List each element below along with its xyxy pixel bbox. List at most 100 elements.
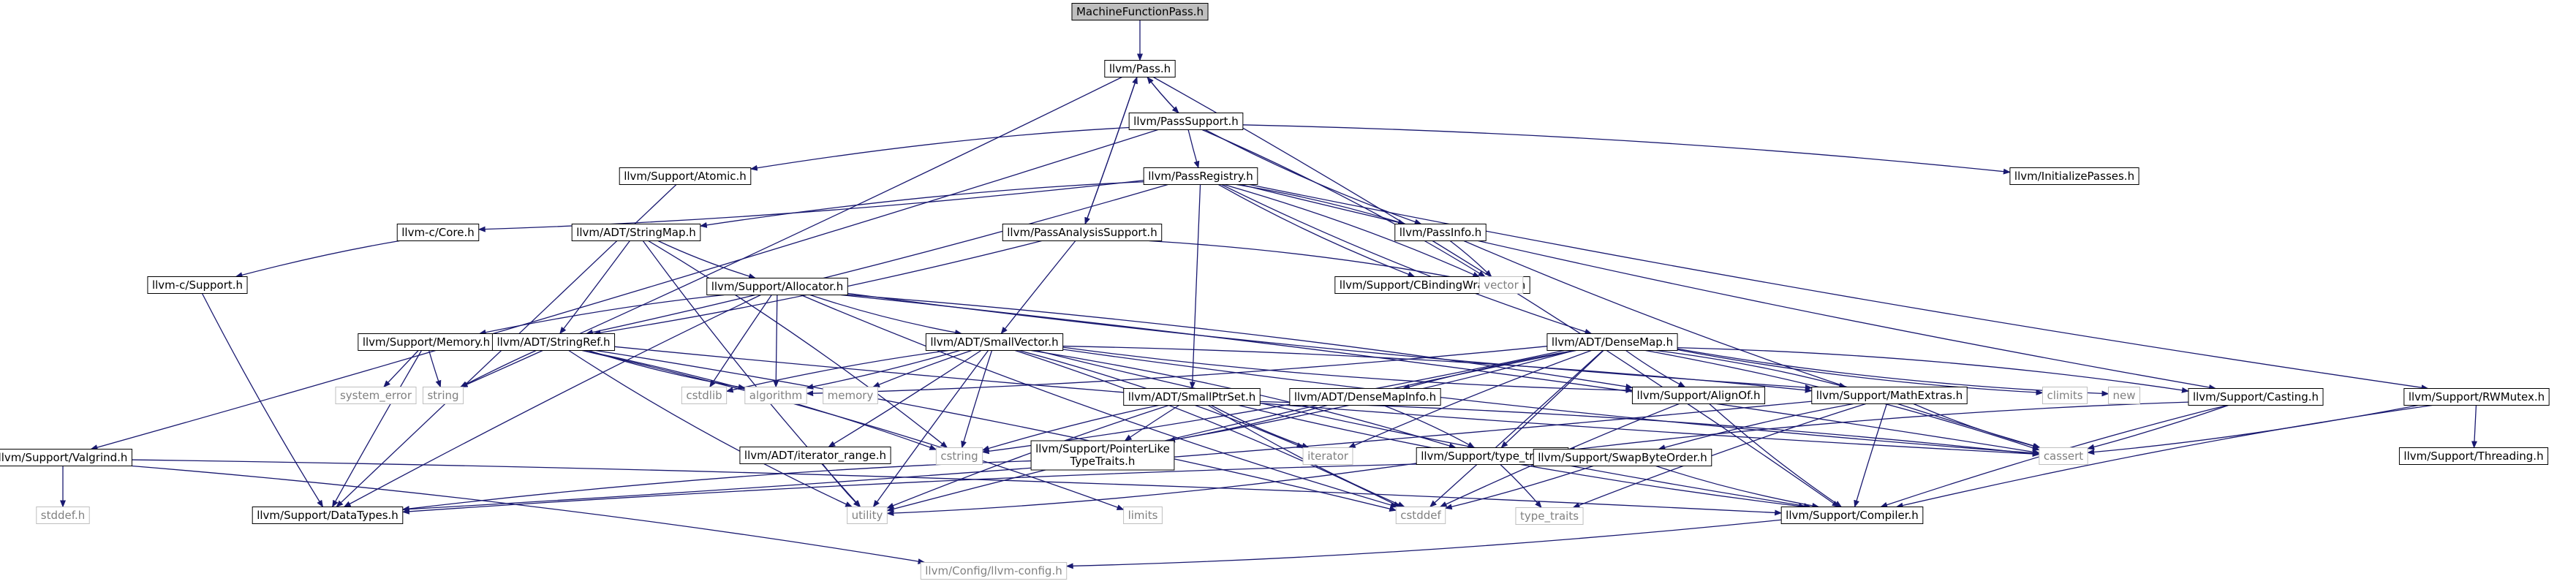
- node-label: cassert: [2044, 450, 2083, 463]
- node-allocator[interactable]: llvm/Support/Allocator.h: [706, 278, 848, 295]
- node-label: MachineFunctionPass.h: [1076, 5, 1204, 18]
- edge-csupport-to-datatypes: [201, 293, 324, 508]
- edge-allocator-to-cassert: [841, 294, 2040, 455]
- nodes-layer: MachineFunctionPass.h llvm/Pass.h llvm/Pas…: [0, 3, 2550, 580]
- edge-densemap-to-mathextras: [1655, 349, 1847, 389]
- node-box: [1123, 507, 1163, 524]
- edge-densemap-to-algorithm: [806, 346, 1547, 397]
- node-label: llvm/ADT/StringMap.h: [576, 226, 696, 239]
- edge-stringmap-to-stringref: [559, 240, 630, 335]
- edge-densemapinfo-to-plt: [1167, 404, 1328, 443]
- node-alignof[interactable]: llvm/Support/AlignOf.h: [1631, 387, 1766, 404]
- node-box: [1128, 113, 1244, 130]
- edge-smallptrset-to-cstring: [981, 404, 1159, 452]
- node-csupport[interactable]: llvm-c/Support.h: [147, 276, 248, 294]
- node-box: [1002, 224, 1163, 241]
- node-pas[interactable]: llvm/PassAnalysisSupport.h: [1002, 224, 1163, 241]
- edge-smallptrset-to-plt: [1124, 404, 1179, 441]
- edge-memory-to-syserr: [383, 350, 419, 388]
- node-passinfo[interactable]: llvm/PassInfo.h: [1394, 224, 1487, 241]
- edge-densemap-to-cstddef: [1429, 350, 1604, 508]
- node-box: [2398, 447, 2549, 465]
- edge-passreg-to-stringref: [585, 183, 1168, 335]
- edge-passreg-to-passinfo: [1236, 183, 1405, 225]
- node-label: llvm/Support/CBindingWrapping.h: [1340, 278, 1525, 292]
- node-datatypes[interactable]: llvm/Support/DataTypes.h: [252, 507, 404, 524]
- node-label: stddef.h: [41, 509, 85, 522]
- edge-passsupport-to-passreg: [1187, 129, 1200, 169]
- node-core[interactable]: llvm-c/Core.h: [396, 224, 480, 241]
- edge-mathextras-to-compiler: [1854, 403, 1888, 508]
- node-box: [935, 447, 983, 465]
- node-box: [1533, 449, 1712, 466]
- node-label: new: [2112, 389, 2135, 402]
- node-label: llvm/PassSupport.h: [1133, 115, 1239, 128]
- node-label: string: [427, 389, 458, 402]
- node-densemap[interactable]: llvm/ADT/DenseMap.h: [1546, 333, 1678, 351]
- node-label: memory: [828, 389, 874, 402]
- node-threading[interactable]: llvm/Support/Threading.h: [2398, 447, 2549, 465]
- edge-densemap-to-casting: [1677, 346, 2189, 393]
- node-atomic[interactable]: llvm/Support/Atomic.h: [619, 167, 752, 185]
- node-passreg[interactable]: llvm/PassRegistry.h: [1143, 167, 1258, 185]
- node-densemapinfo[interactable]: llvm/ADT/DenseMapInfo.h: [1289, 388, 1441, 406]
- edge-valgrind-to-compiler: [132, 459, 1783, 516]
- node-label: system_error: [340, 389, 412, 403]
- node-box: [1030, 440, 1175, 471]
- node-initpasses[interactable]: llvm/InitializePasses.h: [2009, 167, 2139, 185]
- node-mfp[interactable]: MachineFunctionPass.h: [1071, 3, 1209, 20]
- edge-stringmap-to-cstring: [648, 240, 948, 449]
- node-label: llvm/Support/AlignOf.h: [1636, 389, 1760, 402]
- node-rwmutex[interactable]: llvm/Support/RWMutex.h: [2403, 388, 2550, 406]
- edge-smallvector-to-alignof: [1062, 346, 1633, 393]
- node-algorithm: algorithm: [744, 387, 807, 404]
- node-smallptrset[interactable]: llvm/ADT/SmallPtrSet.h: [1123, 388, 1261, 406]
- edge-smallvector-to-mathextras: [1062, 345, 1813, 393]
- node-box: [847, 507, 888, 524]
- node-passsupport[interactable]: llvm/PassSupport.h: [1128, 113, 1244, 130]
- edge-passreg-to-densemap: [1221, 183, 1593, 335]
- node-sbo[interactable]: llvm/Support/SwapByteOrder.h: [1533, 449, 1712, 466]
- edge-casting-to-typetraits: [1567, 401, 2188, 452]
- node-mathextras[interactable]: llvm/Support/MathExtras.h: [1811, 387, 1968, 404]
- edge-memory-to-datatypes: [331, 350, 423, 508]
- node-box: [1289, 388, 1441, 406]
- node-label: llvm/Support/Casting.h: [2193, 390, 2319, 403]
- edge-densemap-to-typetraits: [1500, 350, 1604, 449]
- node-config: llvm/Config/llvm-config.h: [920, 562, 1068, 580]
- edge-passreg-to-rwmutex: [1249, 183, 2429, 391]
- node-box: [823, 387, 878, 404]
- node-stringref[interactable]: llvm/ADT/StringRef.h: [491, 333, 616, 351]
- node-label: climits: [2047, 389, 2082, 402]
- edges-layer: [60, 20, 2477, 569]
- node-valgrind[interactable]: llvm/Support/Valgrind.h: [0, 449, 132, 466]
- node-iterrange[interactable]: llvm/ADT/iterator_range.h: [739, 447, 891, 464]
- node-compiler[interactable]: llvm/Support/Compiler.h: [1780, 507, 1924, 524]
- node-box: [2009, 167, 2139, 185]
- node-typetraits[interactable]: llvm/Support/type_traits.h: [1416, 447, 1569, 465]
- node-label: llvm/ADT/SmallVector.h: [930, 335, 1058, 349]
- edge-passinfo-to-vector: [1449, 240, 1492, 278]
- node-pass[interactable]: llvm/Pass.h: [1104, 60, 1176, 77]
- node-box: [1302, 447, 1353, 465]
- edge-typetraits-to-stdtypetraits: [1500, 464, 1542, 509]
- node-box: [491, 333, 616, 351]
- node-stringmap[interactable]: llvm/ADT/StringMap.h: [571, 224, 701, 241]
- node-box: [739, 447, 891, 464]
- node-label: llvm/Support/Atomic.h: [624, 170, 747, 183]
- node-label: llvm/PassInfo.h: [1400, 226, 1481, 239]
- node-memory[interactable]: llvm/Support/Memory.h: [358, 333, 495, 351]
- node-box: [1123, 388, 1261, 406]
- node-label: llvm/Support/Compiler.h: [1786, 509, 1919, 522]
- edge-sbo-to-cstddef: [1444, 465, 1594, 510]
- edge-smallvector-to-cstddef: [1015, 349, 1401, 508]
- node-casting[interactable]: llvm/Support/Casting.h: [2188, 388, 2324, 406]
- edge-stringref-to-cstddef: [595, 349, 1397, 512]
- edge-passsupport-to-atomic: [749, 126, 1130, 171]
- edge-passreg-to-vector: [1223, 183, 1481, 278]
- node-smallvector[interactable]: llvm/ADT/SmallVector.h: [925, 333, 1064, 351]
- node-box: [619, 167, 752, 185]
- node-box: [1478, 276, 1524, 294]
- node-label: llvm/Support/MathExtras.h: [1816, 389, 1963, 402]
